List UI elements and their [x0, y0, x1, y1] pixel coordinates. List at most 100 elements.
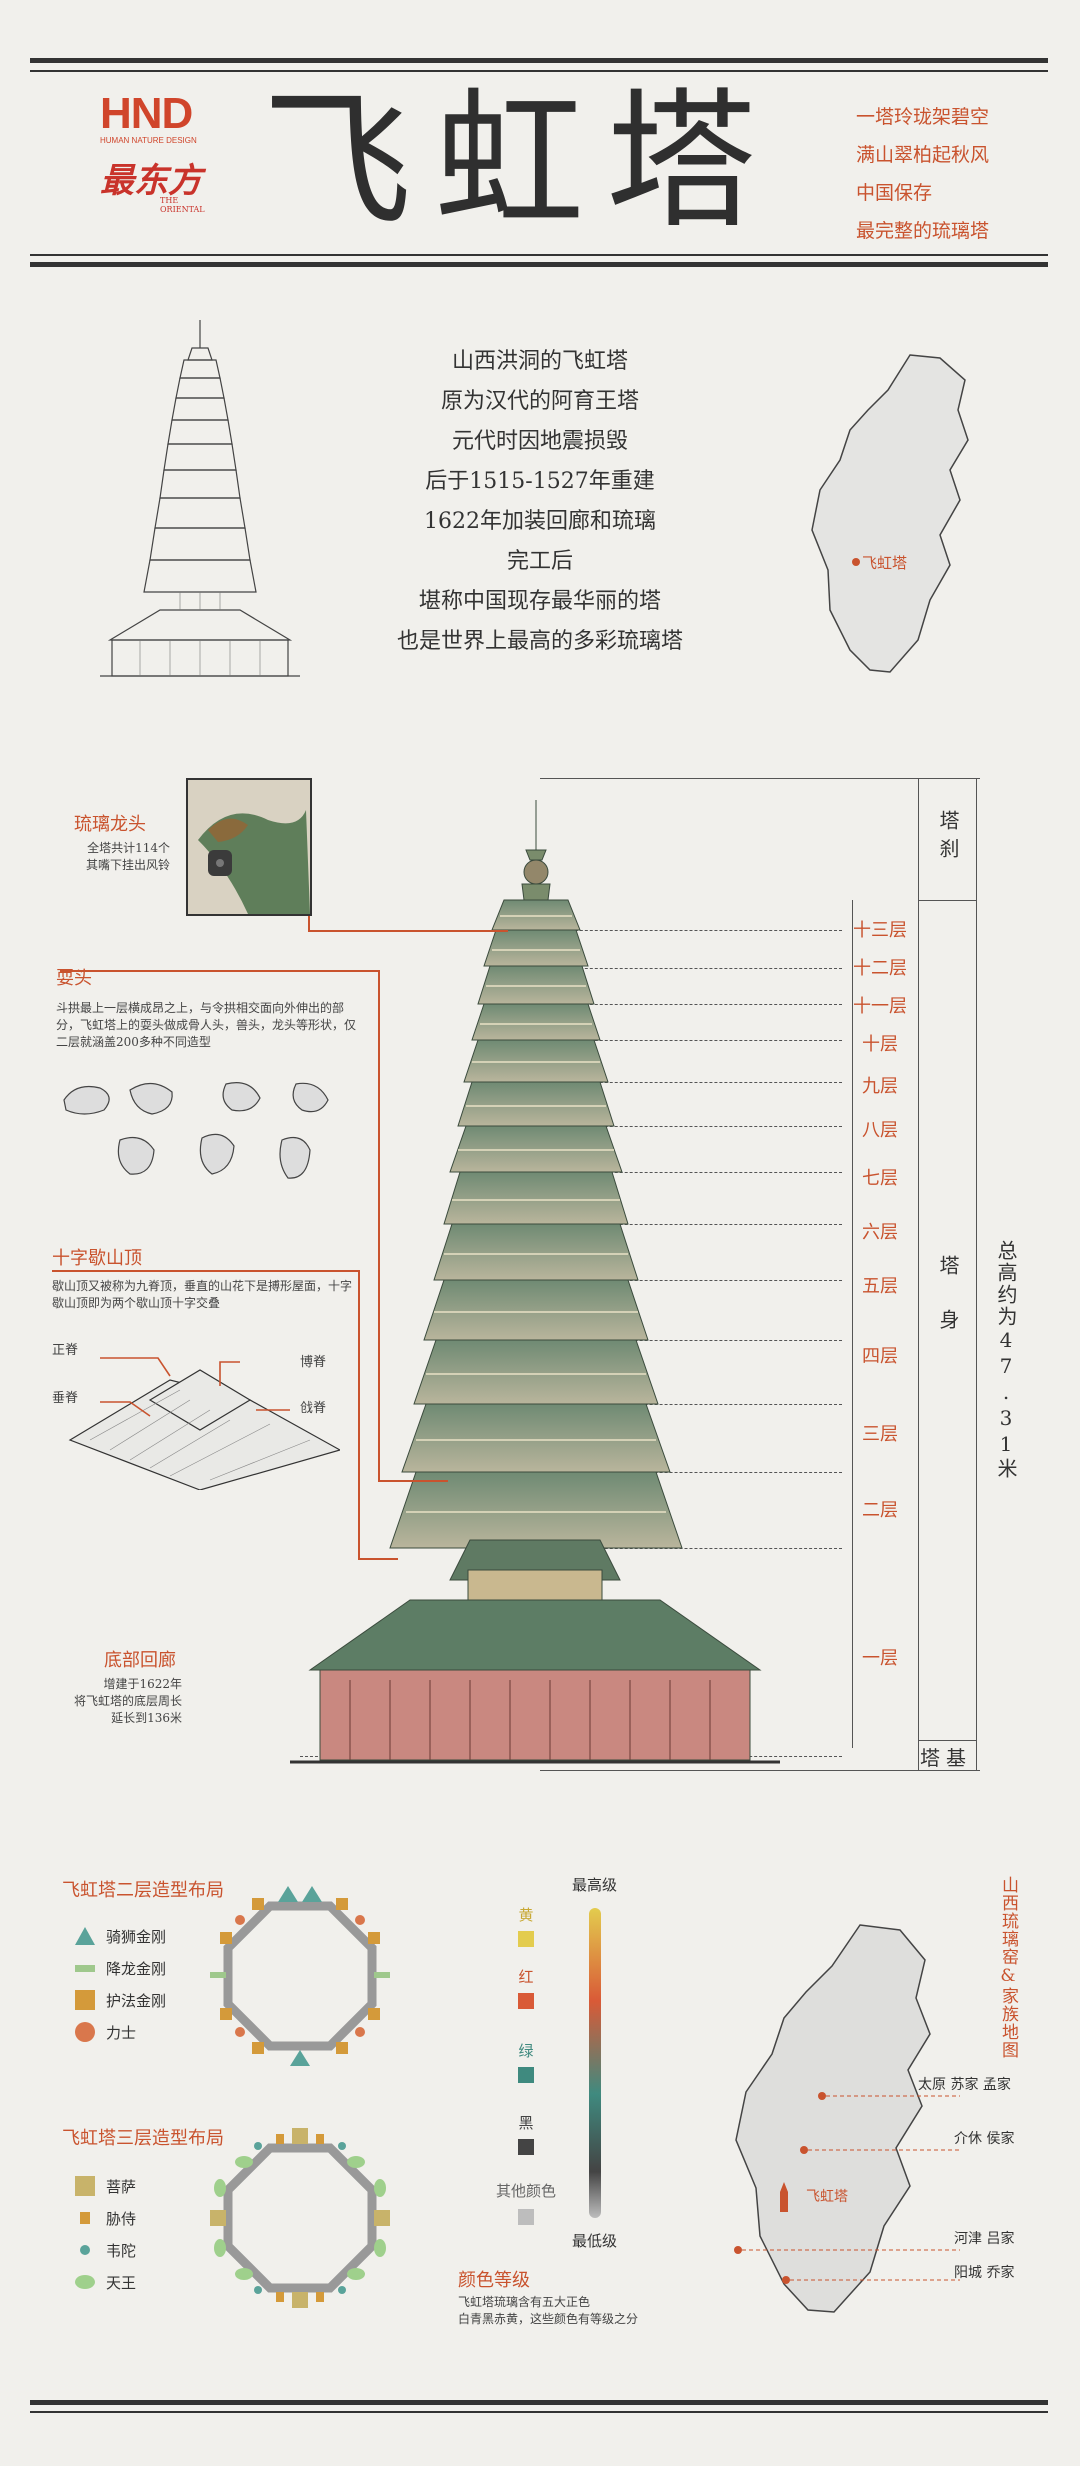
dragon-desc-line: 其嘴下挂出风铃	[85, 858, 170, 872]
legend-label: 韦陀	[106, 2241, 137, 2260]
layout2-octagon	[210, 1886, 390, 2066]
intro-line: 堪称中国现存最华丽的塔	[418, 589, 661, 614]
tagline-line: 最完整的琉璃塔	[856, 220, 990, 242]
section-tashen: 塔身	[936, 1255, 960, 1363]
hnd-text: HND	[100, 89, 193, 138]
family-label: 河津 吕家	[954, 2231, 1015, 2247]
color-desc: 飞虹塔琉璃含有五大正色 白青黑赤黄，这些颜色有等级之分	[458, 2294, 638, 2328]
section-tasha: 塔刹	[936, 810, 960, 866]
roof-part-boji: 博脊	[300, 1355, 327, 1370]
roof-diagram	[68, 1357, 340, 1490]
height-note: 总高约为47.31米	[994, 1240, 1018, 1480]
dot-icon	[80, 2245, 90, 2255]
color-top-label: 最高级	[572, 1876, 618, 1894]
floor-label: 十二层	[853, 958, 907, 979]
corridor-desc-line: 延长到136米	[111, 1711, 182, 1725]
square-icon	[75, 2176, 95, 2196]
layout2-title: 飞虹塔二层造型布局	[62, 1880, 224, 1901]
color-desc-line: 飞虹塔琉璃含有五大正色	[458, 2295, 591, 2309]
legend-label: 降龙金刚	[106, 1959, 167, 1978]
floor-label: 十三层	[853, 920, 907, 941]
floor-label: 二层	[862, 1500, 898, 1521]
color-bottom-label: 最低级	[572, 2232, 618, 2250]
roof-title: 十字歇山顶	[52, 1248, 142, 1269]
corridor-desc-line: 将飞虹塔的底层周长	[73, 1694, 182, 1708]
legend-label: 菩萨	[106, 2177, 137, 2196]
dragon-desc: 全塔共计114个 其嘴下挂出风铃	[60, 840, 170, 874]
floor-label: 九层	[862, 1076, 898, 1097]
map-top-label: 飞虹塔	[862, 554, 908, 572]
color-desc-line: 白青黑赤黄，这些颜色有等级之分	[458, 2312, 639, 2326]
corridor-desc-line: 增建于1622年	[103, 1677, 182, 1691]
roof-part-chuiji: 垂脊	[52, 1391, 79, 1406]
dragon-title: 琉璃龙头	[74, 814, 146, 835]
legend-label: 天王	[106, 2273, 137, 2292]
family-label: 阳城 乔家	[954, 2265, 1015, 2281]
color-label: 黄	[518, 1906, 534, 1924]
tagline: 一塔玲珑架碧空 满山翠柏起秋风 中国保存 最完整的琉璃塔	[856, 98, 989, 250]
layout3-title: 飞虹塔三层造型布局	[62, 2128, 224, 2149]
circle-icon	[75, 2022, 95, 2042]
oriental-cn: 最东方	[100, 161, 202, 201]
dragon-desc-line: 全塔共计114个	[87, 841, 170, 855]
color-label: 黑	[518, 2114, 534, 2132]
square-icon	[75, 1990, 95, 2010]
layout3-octagon	[210, 2128, 390, 2308]
floor-label: 八层	[862, 1120, 898, 1141]
color-swatch	[518, 2139, 534, 2155]
intro-line: 山西洪洞的飞虹塔	[451, 349, 628, 374]
intro-line: 原为汉代的阿育王塔	[440, 389, 639, 414]
color-item: 红	[486, 1966, 566, 2013]
color-swatch	[518, 1993, 534, 2009]
shanxi-map-top	[811, 354, 969, 673]
hnd-subtitle: HUMAN NATURE DESIGN	[100, 136, 197, 145]
color-swatch	[518, 2067, 534, 2083]
legend-label: 骑狮金刚	[106, 1927, 167, 1946]
color-item: 黑	[486, 2112, 566, 2159]
tagline-line: 一塔玲珑架碧空	[856, 106, 990, 128]
brand-logo: HND HUMAN NATURE DESIGN 最东方 THE ORIENTAL	[100, 89, 235, 215]
pagoda-sketch	[100, 320, 300, 677]
family-map-title: 山西琉璃窑&家族地图	[998, 1876, 1018, 2059]
legend-label: 胁侍	[106, 2209, 137, 2228]
corridor-title: 底部回廊	[104, 1650, 176, 1671]
intro-line: 元代时因地震损毁	[451, 429, 628, 454]
legend-label: 护法金刚	[106, 1991, 167, 2010]
color-item: 其他颜色	[476, 2180, 576, 2229]
color-swatch	[518, 1931, 534, 1947]
floor-label: 三层	[862, 1424, 898, 1445]
tagline-line: 满山翠柏起秋风	[856, 144, 990, 166]
color-item: 绿	[486, 2040, 566, 2087]
floor-label: 五层	[862, 1276, 898, 1297]
small-square-icon	[80, 2212, 90, 2224]
family-label: 太原 苏家 孟家	[918, 2077, 1011, 2093]
floor-label: 四层	[862, 1346, 898, 1367]
page-title: 飞虹塔	[262, 75, 779, 249]
floor-label: 十层	[862, 1034, 898, 1055]
shanxi-map-bottom	[734, 1924, 960, 2313]
intro-line: 后于1515-1527年重建	[425, 469, 655, 494]
legend-label: 力士	[106, 2023, 137, 2042]
roof-desc: 歇山顶又被称为九脊顶，垂直的山花下是搏形屋面，十字歇山顶即为两个歇山顶十字交叠	[52, 1279, 353, 1310]
corridor-desc: 增建于1622年 将飞虹塔的底层周长 延长到136米	[50, 1676, 182, 1727]
section-taji: 塔基	[920, 1746, 972, 1770]
color-scale-bar	[589, 1908, 601, 2218]
shuatou-sketches	[63, 1082, 329, 1179]
color-swatch	[518, 2209, 534, 2225]
layout2-legend: 骑狮金刚 降龙金刚 护法金刚 力士	[74, 1920, 166, 2048]
color-label: 绿	[518, 2042, 534, 2060]
triangle-icon	[75, 1927, 95, 1945]
roof-part-qiangji: 戗脊	[300, 1401, 327, 1416]
intro-line: 完工后	[506, 549, 573, 574]
shuatou-desc: 斗拱最上一层横成昂之上，与令拱相交面向外伸出的部分，飞虹塔上的耍头做成骨人头，兽…	[56, 1001, 357, 1049]
layout3-legend: 菩萨 胁侍 韦陀 天王	[74, 2170, 136, 2298]
floor-label: 一层	[862, 1648, 898, 1669]
intro-line: 也是世界上最高的多彩琉璃塔	[396, 629, 683, 654]
pagoda-illustration	[290, 800, 780, 1764]
color-title: 颜色等级	[458, 2270, 530, 2291]
tagline-line: 中国保存	[856, 182, 933, 204]
color-label: 其他颜色	[495, 2182, 556, 2200]
color-item: 黄	[486, 1904, 566, 1951]
dragon-photo	[186, 778, 312, 916]
ellipse-icon	[75, 2275, 95, 2289]
